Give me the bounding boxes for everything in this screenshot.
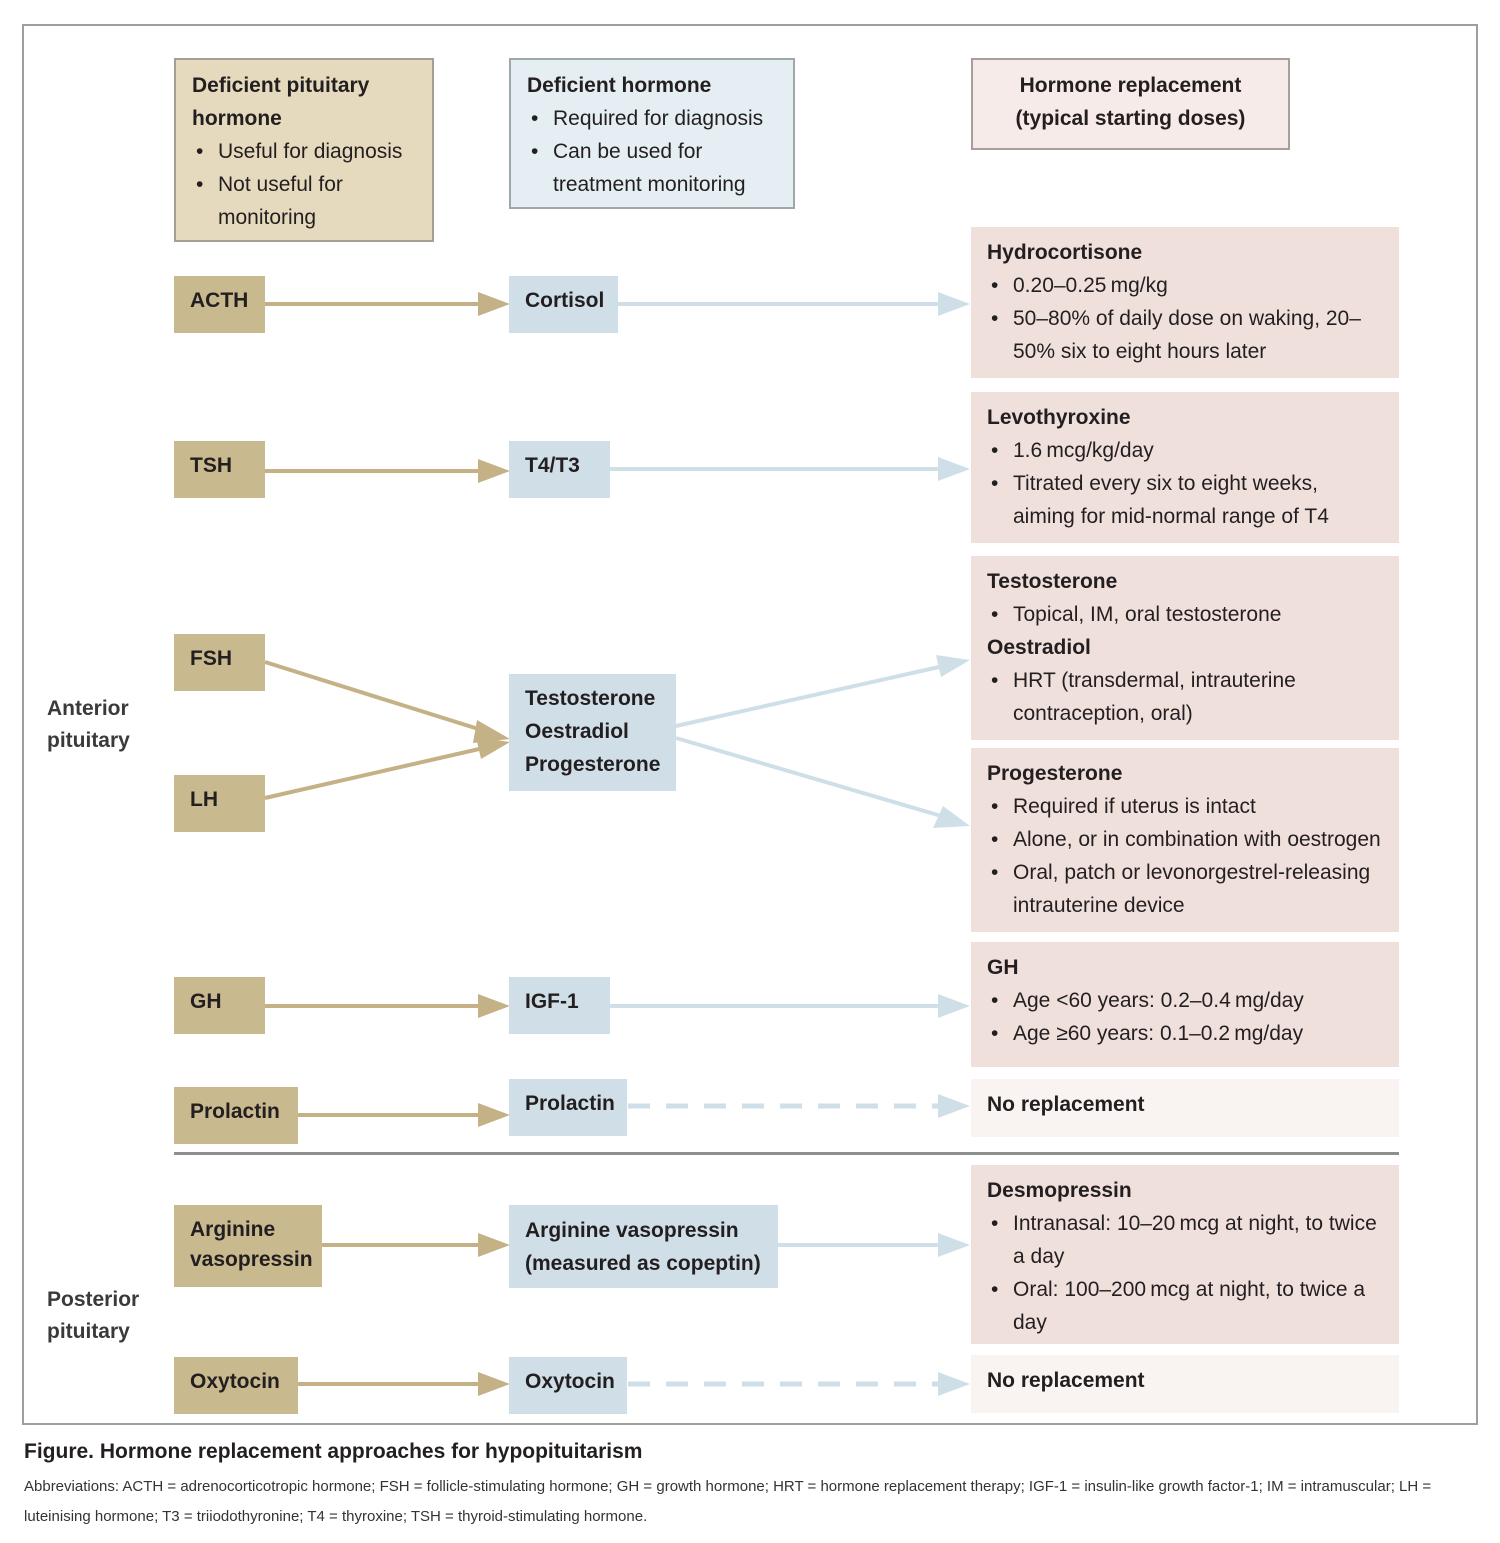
pituitary-box-lh: LH	[174, 775, 265, 832]
pituitary-box-tsh: TSH	[174, 441, 265, 498]
bullet: Required if uterus is intact	[987, 790, 1383, 823]
bullet: Age ≥60 years: 0.1–0.2 mg/day	[987, 1017, 1383, 1050]
replacement-title: Progesterone	[987, 762, 1123, 785]
anterior-posterior-divider	[174, 1152, 1399, 1155]
hormone-box-igf-1: IGF-1	[509, 977, 610, 1034]
bullet: Oral: 100–200 mcg at night, to twice a d…	[987, 1273, 1383, 1339]
replacement-bullets: 1.6 mcg/kg/day Titrated every six to eig…	[987, 434, 1383, 533]
header-title-line1: Hormone replacement	[1019, 74, 1242, 97]
replacement-box-prolactin-none: No replacement	[971, 1079, 1399, 1137]
replacement-box-hydrocortisone: Hydrocortisone 0.20–0.25 mg/kg 50–80% of…	[971, 227, 1399, 378]
bullet: Not useful for monitoring	[192, 168, 416, 234]
replacement-bullets: 0.20–0.25 mg/kg 50–80% of daily dose on …	[987, 269, 1383, 368]
bullet: Oral, patch or levonorgestrel-releasing …	[987, 856, 1383, 922]
bullet: Can be used for treatment monitoring	[527, 135, 777, 201]
label-line: pituitary	[47, 1320, 130, 1343]
box-line: Arginine vasopressin	[525, 1219, 739, 1242]
pituitary-box-oxytocin: Oxytocin	[174, 1357, 298, 1414]
figure-caption: Figure. Hormone replacement approaches f…	[24, 1440, 643, 1463]
box-line: vasopressin	[190, 1248, 313, 1271]
replacement-title: GH	[987, 956, 1019, 979]
hormone-box-prolactin: Prolactin	[509, 1079, 627, 1136]
bullet: Required for diagnosis	[527, 102, 777, 135]
figure-frame	[22, 24, 1478, 1425]
label-line: Anterior	[47, 697, 129, 720]
header-hormone-replacement: Hormone replacement (typical starting do…	[971, 58, 1290, 150]
bullet: 0.20–0.25 mg/kg	[987, 269, 1383, 302]
abbreviations-note: Abbreviations: ACTH = adrenocorticotropi…	[24, 1478, 1432, 1525]
box-line: (measured as copeptin)	[525, 1252, 761, 1275]
replacement-box-growth-hormone: GH Age <60 years: 0.2–0.4 mg/day Age ≥60…	[971, 942, 1399, 1067]
box-line: Testosterone	[525, 687, 656, 710]
replacement-title-testosterone: Testosterone	[987, 570, 1118, 593]
box-line: Oestradiol	[525, 720, 629, 743]
header-title-line2: (typical starting doses)	[1015, 107, 1246, 130]
box-line: Arginine	[190, 1218, 276, 1241]
bullet: Titrated every six to eight weeks, aimin…	[987, 467, 1383, 533]
header-title: Deficient hormone	[527, 74, 712, 97]
hormone-box-t4-t3: T4/T3	[509, 441, 610, 498]
header-title: Deficient pituitary hormone	[192, 74, 370, 130]
pituitary-box-arginine-vasopressin: Arginine vasopressin	[174, 1205, 322, 1287]
hormone-box-arginine-vasopressin: Arginine vasopressin (measured as copept…	[509, 1205, 778, 1288]
bullet: Intranasal: 10–20 mcg at night, to twice…	[987, 1207, 1383, 1273]
replacement-bullets: Required if uterus is intact Alone, or i…	[987, 790, 1383, 922]
blue-arrows	[610, 292, 970, 1396]
replacement-title: Desmopressin	[987, 1179, 1132, 1202]
tan-arrows	[264, 292, 510, 1396]
header-bullets: Required for diagnosis Can be used for t…	[527, 102, 777, 201]
replacement-box-levothyroxine: Levothyroxine 1.6 mcg/kg/day Titrated ev…	[971, 392, 1399, 543]
replacement-bullets: Topical, IM, oral testosterone	[987, 598, 1383, 631]
replacement-title-oestradiol: Oestradiol	[987, 636, 1091, 659]
replacement-bullets: HRT (transdermal, intrauterine contracep…	[987, 664, 1383, 730]
hormone-box-cortisol: Cortisol	[509, 276, 618, 333]
bullet: Age <60 years: 0.2–0.4 mg/day	[987, 984, 1383, 1017]
replacement-box-oxytocin-none: No replacement	[971, 1355, 1399, 1413]
replacement-bullets: Age <60 years: 0.2–0.4 mg/day Age ≥60 ye…	[987, 984, 1383, 1050]
bullet: Topical, IM, oral testosterone	[987, 598, 1383, 631]
pituitary-box-acth: ACTH	[174, 276, 265, 333]
label-line: Posterior	[47, 1288, 140, 1311]
replacement-box-testosterone-oestradiol: Testosterone Topical, IM, oral testoster…	[971, 556, 1399, 740]
pituitary-box-fsh: FSH	[174, 634, 265, 691]
replacement-bullets: Intranasal: 10–20 mcg at night, to twice…	[987, 1207, 1383, 1339]
header-deficient-pituitary-hormone: Deficient pituitary hormone Useful for d…	[174, 58, 434, 242]
posterior-pituitary-label: Posterior pituitary	[47, 1284, 139, 1348]
hormone-box-sex-steroids: Testosterone Oestradiol Progesterone	[509, 674, 676, 791]
bullet: 1.6 mcg/kg/day	[987, 434, 1383, 467]
label-line: pituitary	[47, 729, 130, 752]
pituitary-box-prolactin: Prolactin	[174, 1087, 298, 1144]
pituitary-box-gh: GH	[174, 977, 265, 1034]
bullet: Alone, or in combination with oestrogen	[987, 823, 1383, 856]
header-bullets: Useful for diagnosis Not useful for moni…	[192, 135, 416, 234]
box-line: Progesterone	[525, 753, 661, 776]
replacement-title: Levothyroxine	[987, 406, 1131, 429]
anterior-pituitary-label: Anterior pituitary	[47, 693, 130, 757]
replacement-title: Hydrocortisone	[987, 241, 1143, 264]
bullet: HRT (transdermal, intrauterine contracep…	[987, 664, 1383, 730]
replacement-box-desmopressin: Desmopressin Intranasal: 10–20 mcg at ni…	[971, 1165, 1399, 1344]
replacement-box-progesterone: Progesterone Required if uterus is intac…	[971, 748, 1399, 932]
bullet: Useful for diagnosis	[192, 135, 416, 168]
hormone-box-oxytocin: Oxytocin	[509, 1357, 627, 1414]
bullet: 50–80% of daily dose on waking, 20–50% s…	[987, 302, 1383, 368]
header-deficient-hormone: Deficient hormone Required for diagnosis…	[509, 58, 795, 209]
